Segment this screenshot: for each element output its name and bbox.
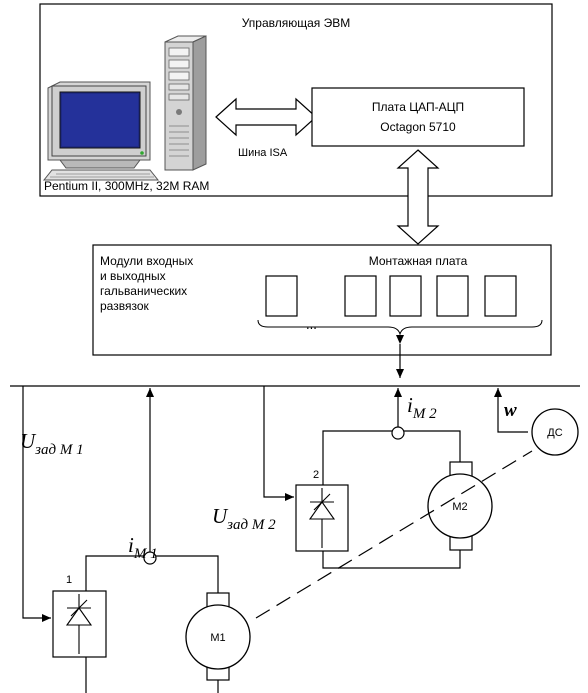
- u-set-m2-label: Uзад M 2: [212, 504, 276, 533]
- isa-bus-label: Шина ISA: [238, 147, 288, 159]
- drive-2: 2 M2: [295, 426, 493, 569]
- io-module-title-4: развязок: [100, 299, 149, 313]
- monitor-icon: [47, 81, 151, 169]
- thyristor-symbol-1: [65, 594, 93, 654]
- motor-m1: [185, 604, 251, 670]
- io-module-title-2: и выходных: [100, 269, 166, 283]
- dac-adc-board: [311, 87, 525, 147]
- control-computer-block: Управляющая ЭВМ: [39, 3, 553, 197]
- motor-m2: [427, 473, 493, 539]
- isolation-module-5: [484, 275, 517, 317]
- drive-1: 1 M1: [52, 551, 251, 693]
- modules-brace: [257, 319, 543, 336]
- board-model: Octagon 5710: [380, 120, 456, 134]
- motor-m1-label: M1: [210, 632, 225, 644]
- board-module-arrow: [396, 149, 440, 245]
- converter-2-label: 2: [313, 469, 319, 481]
- isolation-module-3: [389, 275, 422, 317]
- pc-caption: Pentium II, 300MHz, 32M RAM: [44, 179, 209, 193]
- i-m1-label: iM 1: [128, 533, 158, 562]
- u-set-m1-line: [22, 386, 51, 622]
- speed-sensor: [531, 408, 579, 456]
- w-feedback-line: [494, 388, 528, 433]
- motor-m2-label: M2: [452, 501, 467, 513]
- isolation-module-1: [265, 275, 298, 317]
- current-sensor-1: [143, 551, 157, 565]
- server-tower-icon: [164, 35, 207, 171]
- carrier-board-label: Монтажная плата: [369, 254, 468, 268]
- speed-sensor-label: ДС: [547, 427, 562, 439]
- control-computer-title: Управляющая ЭВМ: [242, 16, 351, 30]
- modules-ellipsis: ...: [306, 317, 317, 332]
- board-name: Плата ЦАП-АЦП: [372, 100, 464, 114]
- current-sensor-2: [391, 426, 405, 440]
- u-set-m2-line: [263, 386, 294, 501]
- io-module-title-1: Модули входных: [100, 254, 193, 268]
- io-module-block: Модули входных и выходных гальванических…: [92, 244, 552, 356]
- mechanical-coupling-line: [255, 450, 533, 619]
- isolation-module-2: [344, 275, 377, 317]
- i-m2-label: iM 2: [407, 393, 437, 422]
- io-module-title-3: гальванических: [100, 284, 187, 298]
- w-label: w: [504, 400, 517, 421]
- isolation-module-4: [436, 275, 469, 317]
- keyboard-icon: [42, 169, 160, 181]
- thyristor-symbol-2: [308, 488, 336, 548]
- u-set-m1-label: Uзад M 1: [20, 429, 84, 458]
- converter-1-label: 1: [66, 574, 72, 586]
